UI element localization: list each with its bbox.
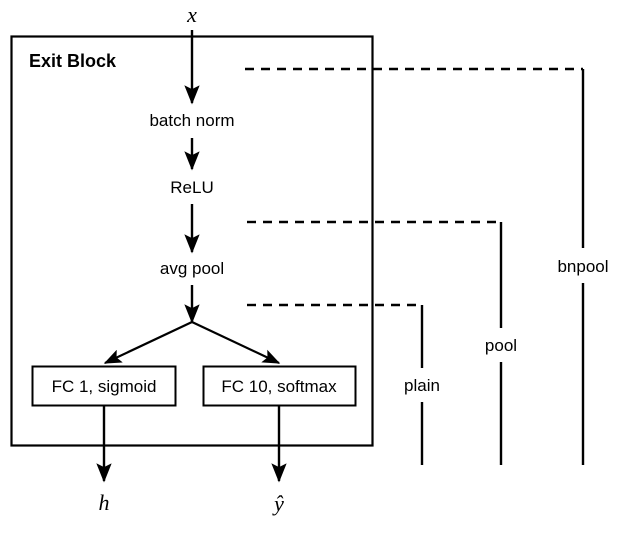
node-relu: ReLU <box>170 178 213 197</box>
fc-box-sigmoid-label: FC 1, sigmoid <box>52 377 157 396</box>
fc-box-softmax <box>202 365 357 407</box>
arrow-split-to-fc-1 <box>103 321 193 364</box>
page-title: Exit Block <box>29 51 117 71</box>
bracket-label-bnpool: bnpool <box>557 257 608 276</box>
input-label-x: x <box>186 2 197 27</box>
arrow-split-to-fc-10 <box>191 321 281 364</box>
bracket-label-plain: plain <box>404 376 440 395</box>
node-batch-norm: batch norm <box>149 111 234 130</box>
output-label-yhat: ŷ <box>272 491 284 516</box>
bracket-label-pool: pool <box>485 336 517 355</box>
output-label-h: h <box>99 490 110 515</box>
node-avg-pool: avg pool <box>160 259 224 278</box>
fc-box-softmax-label: FC 10, softmax <box>221 377 337 396</box>
fc-box-sigmoid <box>31 365 177 407</box>
